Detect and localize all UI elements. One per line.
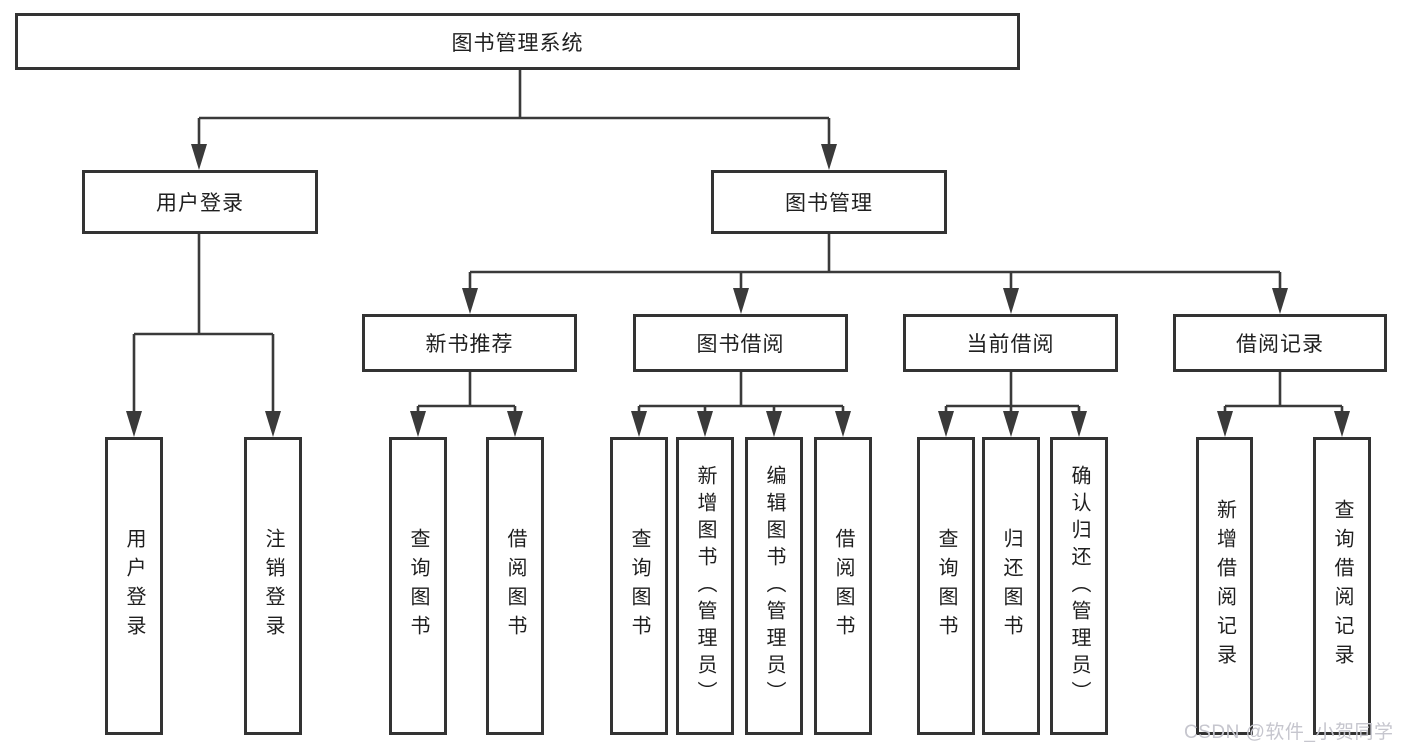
arrow-down-icon [410, 411, 426, 437]
node-book-management: 图书管理 [711, 170, 947, 234]
leaf-user-login: 用户登录 [105, 437, 163, 735]
arrow-down-icon [821, 144, 837, 170]
arrow-down-icon [766, 411, 782, 437]
node-root: 图书管理系统 [15, 13, 1020, 70]
csdn-watermark: CSDN @软件_小贺同学 [1184, 722, 1394, 743]
leaf-query-borrow-record: 查询借阅记录 [1313, 437, 1371, 735]
leaf-query-books-recommend: 查询图书 [389, 437, 447, 735]
leaf-borrow-books-borrow: 借阅图书 [814, 437, 872, 735]
edge-borrow-records-to-leaves [1217, 372, 1350, 437]
node-user-login: 用户登录 [82, 170, 318, 234]
leaf-query-books-borrow: 查询图书 [610, 437, 668, 735]
arrow-down-icon [507, 411, 523, 437]
arrow-down-icon [1071, 411, 1087, 437]
leaf-logout: 注销登录 [244, 437, 302, 735]
edge-current-borrow-to-leaves [938, 372, 1087, 437]
arrow-down-icon [126, 411, 142, 437]
arrow-down-icon [631, 411, 647, 437]
leaf-query-books-current: 查询图书 [917, 437, 975, 735]
edge-book-management-to-level3 [462, 234, 1288, 314]
arrow-down-icon [191, 144, 207, 170]
node-book-borrow: 图书借阅 [633, 314, 848, 372]
leaf-confirm-return-admin: 确认归还（管理员） [1050, 437, 1108, 735]
arrow-down-icon [835, 411, 851, 437]
arrow-down-icon [938, 411, 954, 437]
leaf-add-book-admin: 新增图书（管理员） [676, 437, 734, 735]
leaf-edit-book-admin: 编辑图书（管理员） [745, 437, 803, 735]
arrow-down-icon [1217, 411, 1233, 437]
edge-user-login-to-leaves [126, 234, 281, 437]
arrow-down-icon [733, 288, 749, 314]
edge-root-to-level2 [191, 70, 837, 170]
arrow-down-icon [265, 411, 281, 437]
edge-book-borrow-to-leaves [631, 372, 851, 437]
arrow-down-icon [462, 288, 478, 314]
arrow-down-icon [697, 411, 713, 437]
leaf-return-books: 归还图书 [982, 437, 1040, 735]
arrow-down-icon [1003, 288, 1019, 314]
arrow-down-icon [1334, 411, 1350, 437]
edge-new-book-recommend-to-leaves [410, 372, 523, 437]
leaf-borrow-books-recommend: 借阅图书 [486, 437, 544, 735]
node-new-book-recommend: 新书推荐 [362, 314, 577, 372]
node-borrow-records: 借阅记录 [1173, 314, 1387, 372]
arrow-down-icon [1272, 288, 1288, 314]
leaf-add-borrow-record: 新增借阅记录 [1196, 437, 1253, 735]
node-current-borrow: 当前借阅 [903, 314, 1118, 372]
arrow-down-icon [1003, 411, 1019, 437]
